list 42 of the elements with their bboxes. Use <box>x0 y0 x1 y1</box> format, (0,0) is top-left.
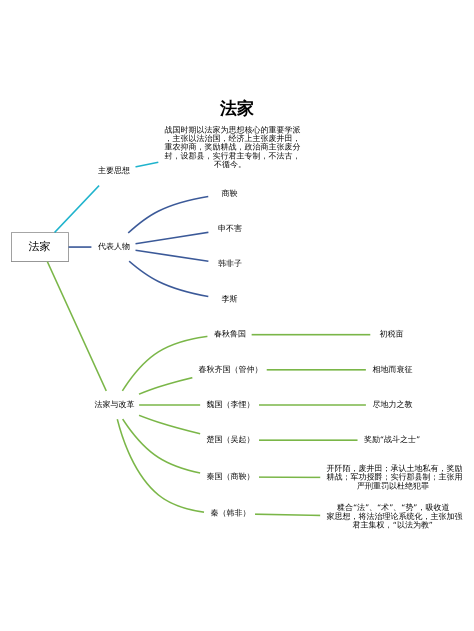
connector <box>135 232 209 245</box>
node-text: 相地而衰征 <box>372 364 412 374</box>
connector <box>128 196 208 234</box>
node-text: 奖励“战斗之士” <box>364 435 420 444</box>
connector <box>68 246 92 248</box>
node-text: 商鞅 <box>222 188 238 198</box>
node-text: 韩非子 <box>218 259 242 268</box>
node-text: 开阡陌，废井田；承认土地私有，奖励耕战；军功授爵；实行郡县制；主张用严刑重罚以杜绝犯罪 <box>326 464 463 490</box>
node-text: 魏国（李悝） <box>206 400 255 409</box>
connector <box>122 336 208 392</box>
node-text: 李斯 <box>222 294 238 304</box>
connector <box>139 404 200 406</box>
connector <box>138 376 193 395</box>
connector <box>259 476 320 478</box>
node-text: 申不害 <box>218 224 242 234</box>
diagram-title: 法家 <box>220 99 254 120</box>
connector <box>252 334 370 336</box>
node-text: 春秋齐国（管仲） <box>198 364 263 374</box>
connector <box>138 414 200 434</box>
connector <box>122 418 200 474</box>
connector <box>255 513 320 516</box>
node-text: 楚国（吴起） <box>206 435 255 444</box>
connector <box>54 185 100 233</box>
node-text: 春秋鲁国 <box>214 330 246 339</box>
node-text: 法家与改革 <box>94 400 134 409</box>
node-text: 代表人物 <box>98 242 130 252</box>
connector <box>135 250 209 262</box>
node-text: 初税亩 <box>380 330 404 339</box>
node-text: 秦（韩非） <box>210 508 250 518</box>
connector <box>135 161 158 168</box>
node-text: 主要思想 <box>98 166 130 176</box>
node-text: 糅合“法”、“术”、“势”，吸收道家思想，将法治理论系统化，主张加强君主集权，“以法为教” <box>326 503 463 530</box>
node-box: 法家 <box>11 232 69 262</box>
connector <box>266 369 366 371</box>
connector <box>128 260 208 298</box>
node-text: 尽地力之教 <box>372 400 412 409</box>
node-text: 秦国（商鞅） <box>206 472 255 481</box>
connector <box>46 261 107 392</box>
connector <box>116 418 204 513</box>
connector <box>259 439 358 441</box>
connector <box>259 404 366 406</box>
node-text: 战国时期以法家为思想核心的重要学派，主张以法治国，经济上主张废井田，重农抑商，奖励耕战，政治商主张废分封，设郡县，实行君主专制，不法古，不循今。 <box>164 126 301 169</box>
